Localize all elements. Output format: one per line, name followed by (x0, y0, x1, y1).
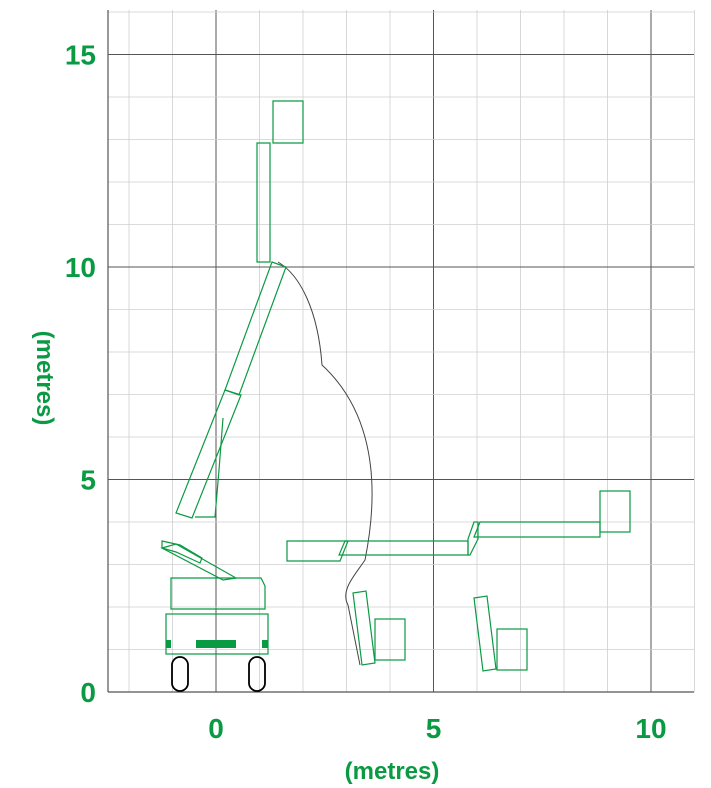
rear-wheel (248, 656, 266, 692)
x-tick-label: 0 (208, 713, 224, 744)
x-tick-label: 5 (426, 713, 442, 744)
boom-lift-drawing (160, 100, 631, 692)
stowed-basket-2 (496, 628, 528, 671)
grid (107, 10, 695, 693)
y-tick-label: 0 (80, 677, 96, 708)
stowed-jib-2 (473, 595, 497, 672)
stowed-basket-1 (374, 618, 406, 661)
stowed-jib-1 (352, 590, 376, 666)
outreach-boom-joint (467, 521, 479, 556)
turntable (170, 577, 266, 610)
boom-cylinder (195, 417, 224, 518)
front-wheel (171, 656, 189, 692)
chassis-body (165, 613, 269, 655)
x-tick-label: 10 (635, 713, 666, 744)
x-axis-title: (metres) (345, 758, 440, 785)
outreach-boom-tip (286, 540, 349, 562)
y-axis-title: (metres) (31, 331, 58, 426)
boom-base-arm (161, 540, 203, 564)
axis-labels: 0 5 10 0 5 10 15 (65, 40, 667, 745)
outreach-upper-boom (473, 521, 601, 538)
raised-platform-basket (272, 100, 304, 144)
chassis-left-pad (166, 640, 171, 648)
outreach-boom-main (338, 540, 469, 556)
vertical-jib (256, 142, 271, 263)
y-tick-label: 15 (65, 40, 96, 71)
y-tick-label: 5 (80, 465, 96, 496)
upper-boom-section (224, 261, 287, 396)
chassis-right-pad (262, 640, 268, 648)
chassis-stripe (196, 640, 236, 648)
reach-envelope-curve (277, 261, 373, 666)
y-tick-label: 10 (65, 252, 96, 283)
lower-boom-section (175, 389, 242, 519)
outreach-platform-basket (599, 490, 631, 533)
